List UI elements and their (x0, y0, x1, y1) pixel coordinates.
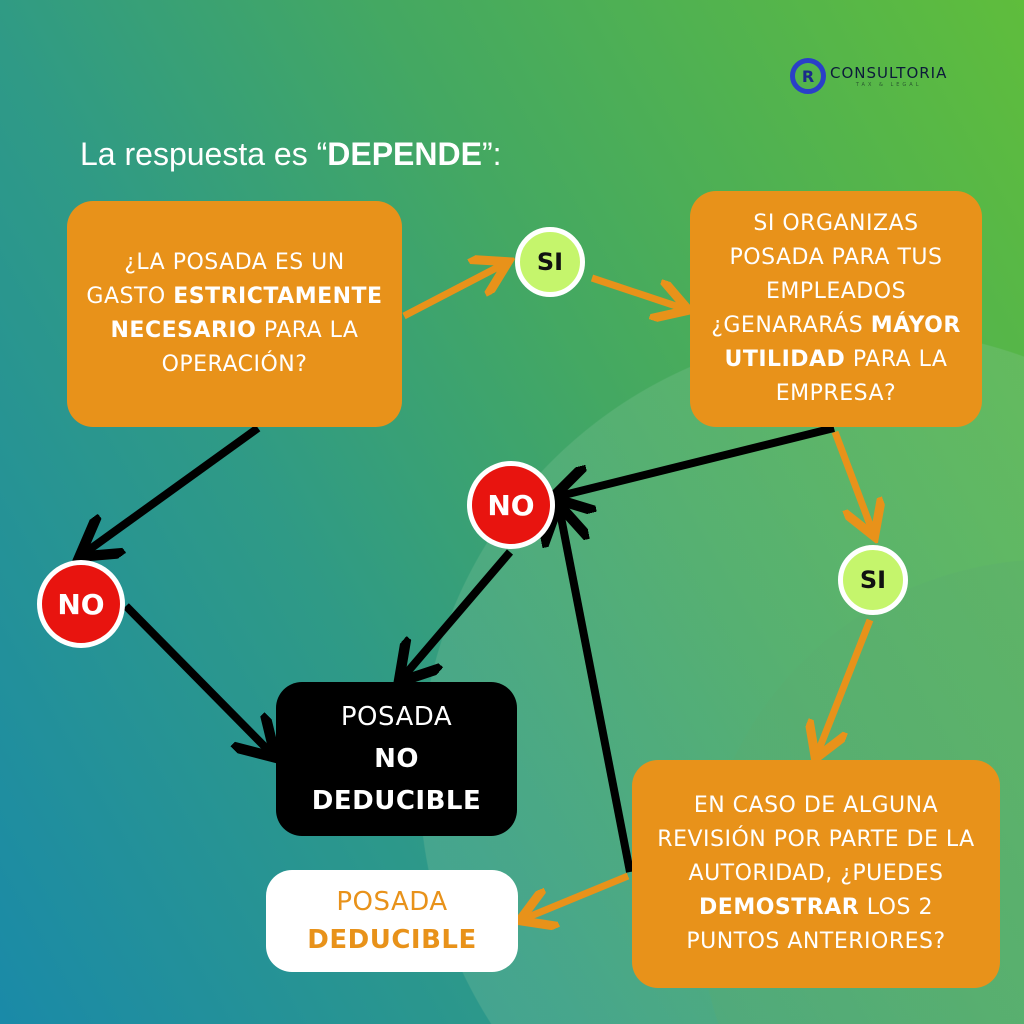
arrow-no-nodeducible-2 (404, 549, 514, 676)
arrow-q3-deducible (526, 872, 630, 918)
arrow-q1-si (402, 265, 502, 320)
answer-si: SI (838, 545, 908, 615)
arrow-q2-no (560, 424, 835, 496)
question-greater-profit: SI ORGANIZAS POSADA PARA TUS EMPLEADOS ¿… (690, 191, 982, 427)
arrow-q3-no (560, 512, 634, 873)
arrow-q1-no (86, 424, 261, 552)
question-necessary-expense: ¿LA POSADA ES UN GASTO ESTRICTAMENTE NEC… (67, 201, 402, 427)
arrow-no-nodeducible (123, 603, 270, 752)
arrow-q2-si (831, 430, 872, 530)
logo: R CONSULTORIA TAX & LEGAL (790, 58, 947, 94)
logo-monogram-icon: R (790, 58, 826, 94)
page-title: La respuesta es “DEPENDE”: (80, 136, 502, 172)
arrow-si-q3 (818, 618, 874, 752)
answer-si: SI (515, 227, 585, 297)
answer-no: NO (37, 560, 125, 648)
logo-tagline: TAX & LEGAL (855, 82, 922, 88)
arrow-si-q2 (590, 274, 682, 308)
question-demonstrate: EN CASO DE ALGUNA REVISIÓN POR PARTE DE … (632, 760, 1000, 988)
answer-no: NO (467, 461, 555, 549)
logo-brand: CONSULTORIA (830, 64, 948, 82)
